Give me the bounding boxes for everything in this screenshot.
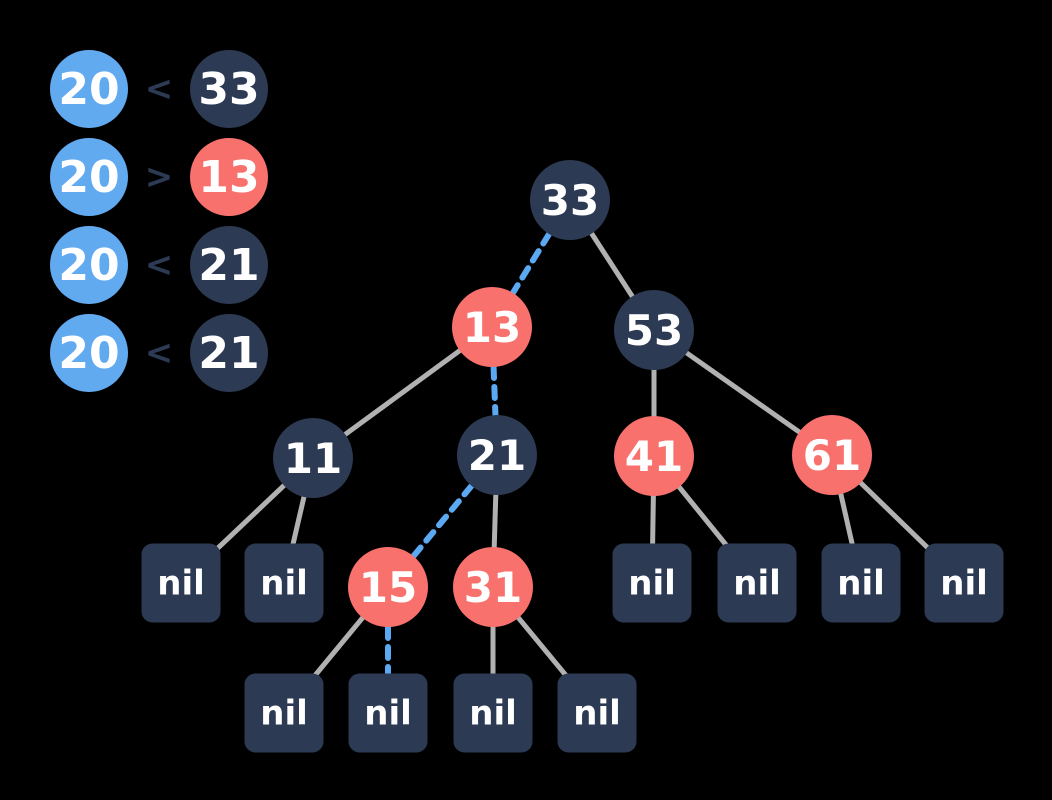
nil-leaf: nil bbox=[821, 543, 901, 623]
nil-leaf: nil bbox=[244, 543, 324, 623]
compared-node-circle: 21 bbox=[190, 314, 268, 392]
search-value-circle: 20 bbox=[50, 138, 128, 216]
comparison-operator: < bbox=[144, 69, 174, 109]
search-value-circle: 20 bbox=[50, 314, 128, 392]
tree-node-53: 53 bbox=[614, 290, 694, 370]
nil-leaf: nil bbox=[924, 543, 1004, 623]
nil-leaf: nil bbox=[244, 673, 324, 753]
comparison-operator: < bbox=[144, 333, 174, 373]
tree-node-31: 31 bbox=[453, 547, 533, 627]
tree-node-41: 41 bbox=[614, 416, 694, 496]
tree-node-15: 15 bbox=[348, 547, 428, 627]
nil-leaf: nil bbox=[717, 543, 797, 623]
tree-node-11: 11 bbox=[273, 418, 353, 498]
nil-leaf: nil bbox=[453, 673, 533, 753]
nil-leaf: nil bbox=[348, 673, 428, 753]
nil-leaf: nil bbox=[141, 543, 221, 623]
comparison-operator: < bbox=[144, 245, 174, 285]
compared-node-circle: 13 bbox=[190, 138, 268, 216]
comparison-row-3: 20 <21 bbox=[50, 226, 268, 304]
nil-leaf: nil bbox=[612, 543, 692, 623]
compared-node-circle: 21 bbox=[190, 226, 268, 304]
tree-node-61: 61 bbox=[792, 415, 872, 495]
tree-node-13: 13 bbox=[452, 287, 532, 367]
search-value-circle: 20 bbox=[50, 50, 128, 128]
search-value-circle: 20 bbox=[50, 226, 128, 304]
tree-node-21: 21 bbox=[457, 415, 537, 495]
comparison-legend: 20 <33 20 >13 20 <21 20 <21 bbox=[50, 50, 268, 392]
comparison-operator: > bbox=[144, 157, 174, 197]
tree-node-33: 33 bbox=[530, 160, 610, 240]
comparison-row-1: 20 <33 bbox=[50, 50, 268, 128]
compared-node-circle: 33 bbox=[190, 50, 268, 128]
comparison-row-4: 20 <21 bbox=[50, 314, 268, 392]
comparison-row-2: 20 >13 bbox=[50, 138, 268, 216]
nil-leaf: nil bbox=[557, 673, 637, 753]
